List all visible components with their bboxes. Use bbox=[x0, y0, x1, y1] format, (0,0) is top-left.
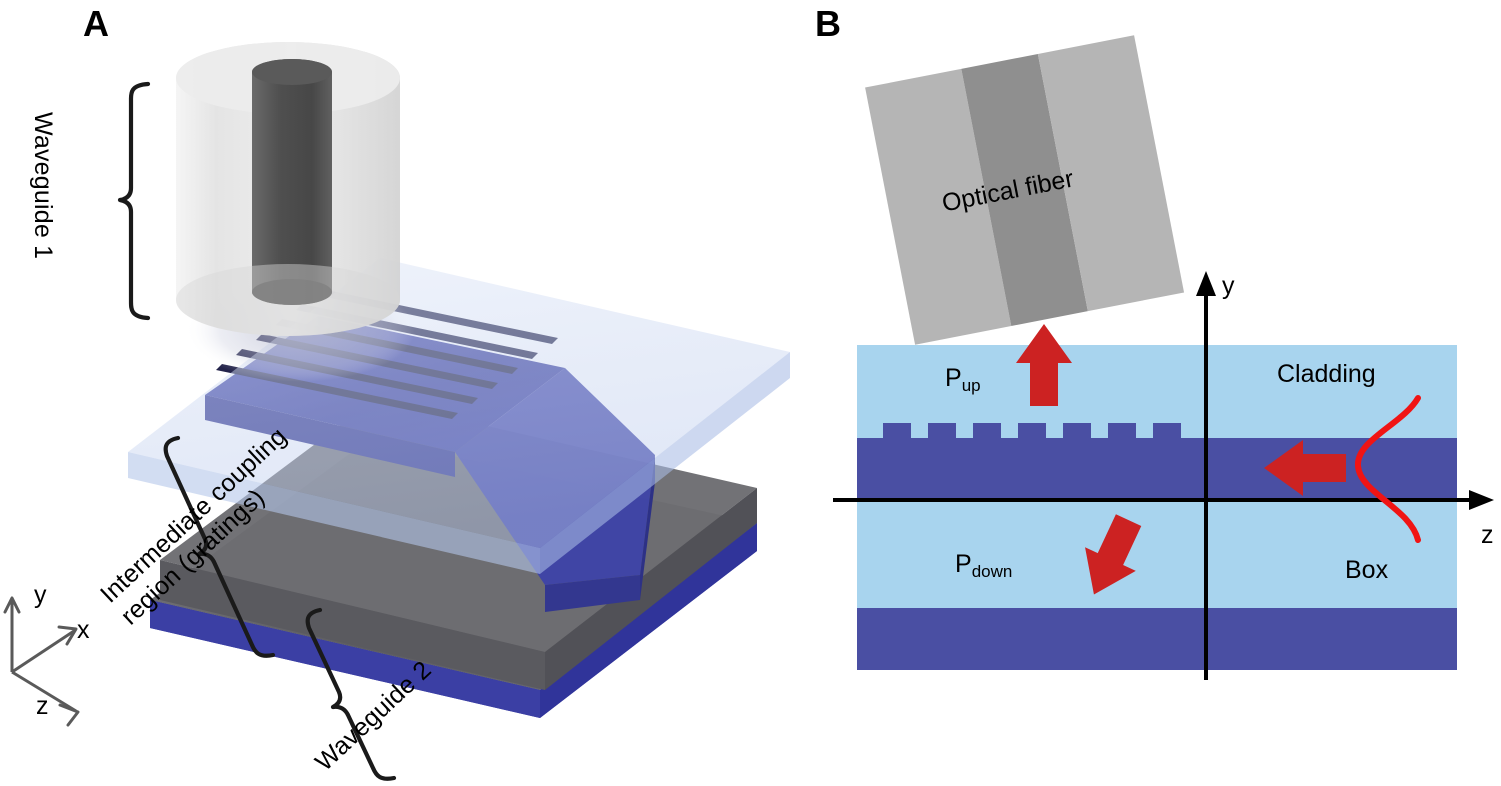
support-front-face bbox=[160, 560, 545, 690]
label-box: Box bbox=[1345, 556, 1389, 584]
grating-tooth bbox=[1108, 423, 1136, 440]
narrow-waveguide-front bbox=[545, 575, 640, 612]
fiber-cladding-right-band bbox=[1037, 35, 1185, 312]
brace-waveguide-2 bbox=[305, 607, 397, 781]
grating-teeth-group bbox=[883, 423, 1181, 440]
axis-label-z-panel-a: z bbox=[36, 692, 49, 720]
label-power-down: Pdown bbox=[955, 550, 1012, 581]
power-up-arrow bbox=[1016, 324, 1072, 406]
substrate-body-right bbox=[540, 523, 757, 718]
grating-tooth bbox=[973, 423, 1001, 440]
panel-a-axis-triad bbox=[3, 596, 80, 727]
cladding-front-face bbox=[128, 452, 540, 574]
axis-z-line bbox=[11, 670, 77, 713]
arrow-left-shape bbox=[1264, 440, 1346, 496]
fiber-core-bottom-ellipse bbox=[252, 279, 332, 305]
brace-intermediate-region bbox=[163, 435, 276, 658]
axis-label-y-panel-a: y bbox=[34, 581, 47, 609]
cladding-region bbox=[857, 345, 1457, 438]
label-power-up-symbol: P bbox=[945, 364, 962, 392]
optical-fiber-block bbox=[865, 35, 1185, 345]
mode-field-profile-curve bbox=[1355, 395, 1421, 543]
label-cladding: Cladding bbox=[1277, 360, 1376, 388]
fiber-core-cylinder bbox=[252, 59, 332, 305]
z-axis-arrowhead bbox=[1469, 490, 1494, 510]
panel-a-braces bbox=[117, 81, 397, 781]
brace-waveguide-1 bbox=[117, 81, 151, 321]
support-right-face bbox=[545, 488, 757, 690]
grating-tooth bbox=[1018, 423, 1046, 440]
fiber-core-band bbox=[961, 53, 1088, 327]
grating-tooth bbox=[928, 423, 956, 440]
grating-tooth bbox=[1063, 423, 1091, 440]
grating-tooth bbox=[1153, 423, 1181, 440]
label-power-down-symbol: P bbox=[955, 550, 972, 578]
narrow-waveguide-side bbox=[640, 455, 655, 600]
axis-x-arrowhead bbox=[57, 625, 78, 646]
axis-label-z-panel-b: z bbox=[1481, 521, 1494, 549]
axis-x-line bbox=[11, 629, 75, 674]
arrow-up-shape bbox=[1016, 324, 1072, 406]
power-down-arrow bbox=[1085, 514, 1142, 595]
fiber-cladding-left-band bbox=[865, 68, 1012, 345]
substrate-body bbox=[150, 523, 757, 718]
axis-label-y-panel-b: y bbox=[1222, 272, 1235, 300]
panel-b-letter: B bbox=[815, 3, 841, 44]
substrate-body-left bbox=[150, 600, 540, 718]
label-power-up-subscript: up bbox=[961, 376, 981, 395]
substrate-region bbox=[857, 608, 1457, 670]
axis-y-arrowhead bbox=[3, 596, 21, 614]
label-power-up: Pup bbox=[945, 364, 981, 395]
y-axis-arrowhead bbox=[1196, 271, 1216, 296]
cladding-right-face bbox=[540, 352, 790, 574]
optical-fiber-assembly bbox=[176, 42, 400, 336]
label-power-down-subscript: down bbox=[971, 562, 1013, 581]
panel-a-letter: A bbox=[83, 3, 109, 44]
box-region bbox=[857, 500, 1457, 608]
arrow-down-shape bbox=[1085, 514, 1142, 595]
fiber-core-top-ellipse bbox=[252, 59, 332, 85]
guided-mode-arrow bbox=[1264, 440, 1346, 496]
axis-z-arrowhead bbox=[58, 703, 80, 727]
grating-tooth bbox=[883, 423, 911, 440]
axis-label-x-panel-a: x bbox=[77, 616, 90, 644]
fiber-cladding-bottom-ellipse bbox=[176, 264, 400, 336]
